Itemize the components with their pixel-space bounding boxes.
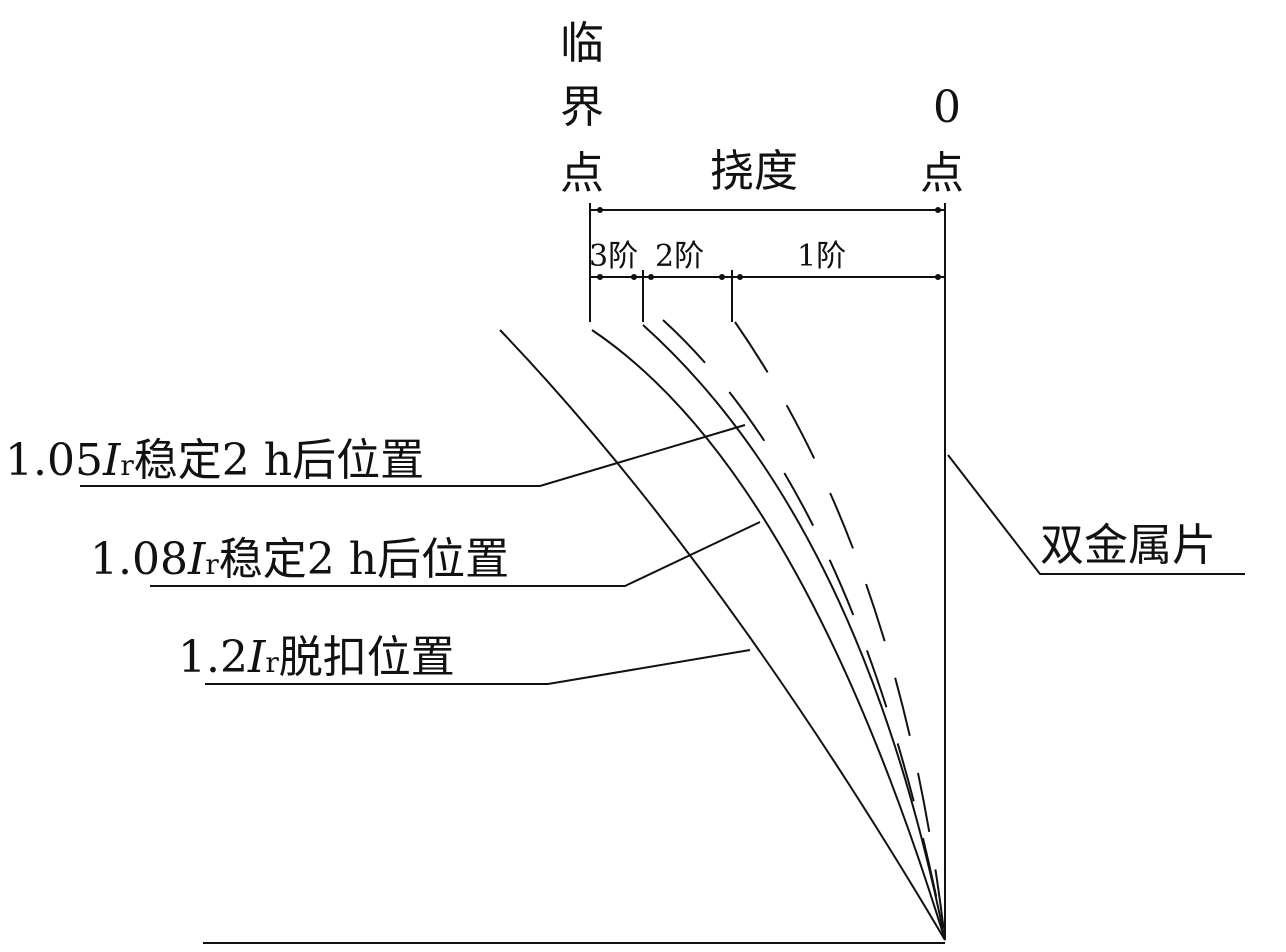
curve-108-solid bbox=[642, 324, 946, 941]
critical-point-char: 点 bbox=[560, 148, 604, 199]
critical-point-char: 临 bbox=[560, 18, 604, 69]
leader-108 bbox=[150, 521, 761, 587]
critical-point-char: 界 bbox=[560, 82, 604, 133]
stage1-label: 1阶 bbox=[797, 239, 846, 274]
curve-critical-solid bbox=[591, 329, 946, 941]
curve-stage1-dashed bbox=[734, 321, 946, 941]
critical-point-label: 临 界 点 bbox=[560, 18, 604, 199]
zero-point-char: 点 bbox=[920, 148, 964, 199]
zero-point-label: 0 点 bbox=[920, 82, 964, 199]
dimension-lines bbox=[589, 203, 946, 940]
bimetal-label: 双金属片 bbox=[1040, 520, 1216, 571]
curve-105-dashed bbox=[662, 319, 946, 941]
label-105-position: 1.05Ir稳定2 h后位置 bbox=[5, 435, 424, 486]
deflection-label: 挠度 bbox=[710, 146, 798, 197]
leader-105 bbox=[80, 424, 746, 487]
stage2-label: 2阶 bbox=[655, 239, 704, 274]
curve-trip-position bbox=[499, 329, 946, 941]
zero-point-char: 0 bbox=[933, 82, 961, 133]
leader-bimetal bbox=[947, 454, 1245, 575]
label-108-position: 1.08Ir稳定2 h后位置 bbox=[90, 534, 509, 585]
leader-12 bbox=[205, 649, 751, 685]
stage3-label: 3阶 bbox=[589, 239, 638, 274]
label-12-trip-position: 1.2Ir脱扣位置 bbox=[178, 632, 455, 683]
